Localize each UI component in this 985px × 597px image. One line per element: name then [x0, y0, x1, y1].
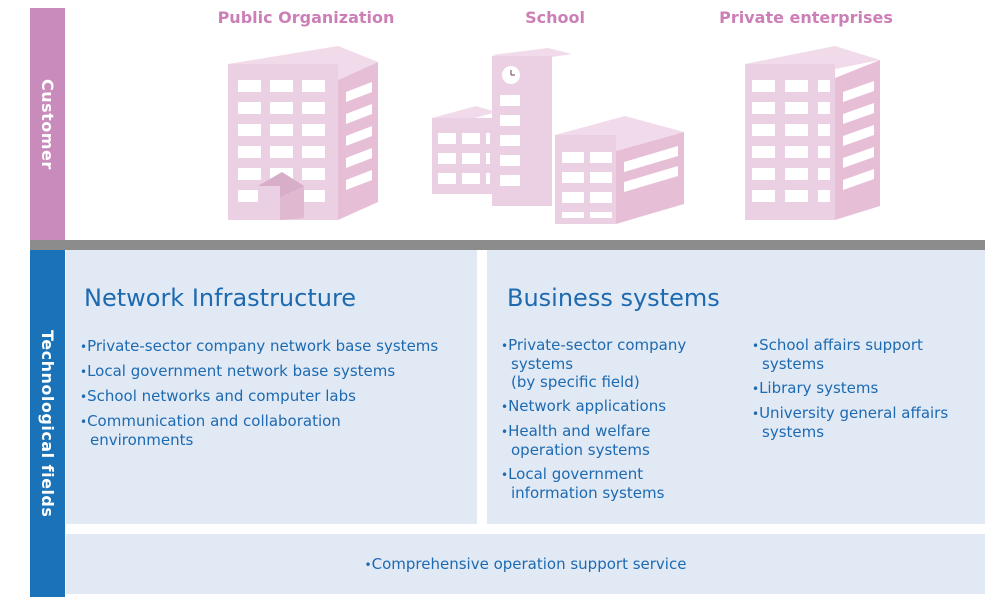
customer-band: Customer — [30, 8, 65, 240]
comprehensive-service-panel: Comprehensive operation support service — [66, 534, 985, 594]
business-systems-panel: Business systems Private-sector company … — [487, 250, 985, 524]
customer-label: Customer — [38, 78, 57, 170]
org-label-private: Private enterprises — [719, 8, 893, 27]
school-building-icon — [432, 48, 684, 224]
list-item: Private-sector company systems (by speci… — [501, 336, 716, 391]
list-item: Local government network base systems — [80, 362, 440, 381]
business-systems-title: Business systems — [507, 284, 720, 312]
list-item: Library systems — [752, 379, 977, 398]
office-building-icon — [228, 46, 378, 220]
office-tower-icon — [745, 46, 880, 220]
network-infrastructure-title: Network Infrastructure — [84, 284, 357, 312]
list-item: University general affairs systems — [752, 404, 977, 441]
section-divider — [30, 240, 985, 250]
list-item: Private-sector company network base syst… — [80, 337, 440, 356]
technological-fields-label: Technological fields — [38, 329, 57, 518]
list-item: School networks and computer labs — [80, 387, 440, 406]
list-item: Local government information systems — [501, 465, 716, 502]
buildings-illustration — [228, 46, 880, 224]
network-infrastructure-list: Private-sector company network base syst… — [80, 337, 440, 455]
business-systems-list-right: School affairs support systems Library s… — [752, 336, 977, 447]
network-infrastructure-panel: Network Infrastructure Private-sector co… — [66, 250, 477, 524]
list-item: School affairs support systems — [752, 336, 977, 373]
business-systems-list-left: Private-sector company systems (by speci… — [501, 336, 716, 508]
clock-icon — [502, 66, 520, 84]
technological-fields-band: Technological fields — [30, 250, 65, 597]
list-item: Health and welfare operation systems — [501, 422, 716, 459]
org-label-public: Public Organization — [217, 8, 395, 27]
list-item: Communication and collaboration environm… — [80, 412, 440, 449]
org-label-school: School — [525, 8, 585, 27]
list-item: Network applications — [501, 397, 716, 416]
comprehensive-service-text: Comprehensive operation support service — [365, 555, 687, 573]
